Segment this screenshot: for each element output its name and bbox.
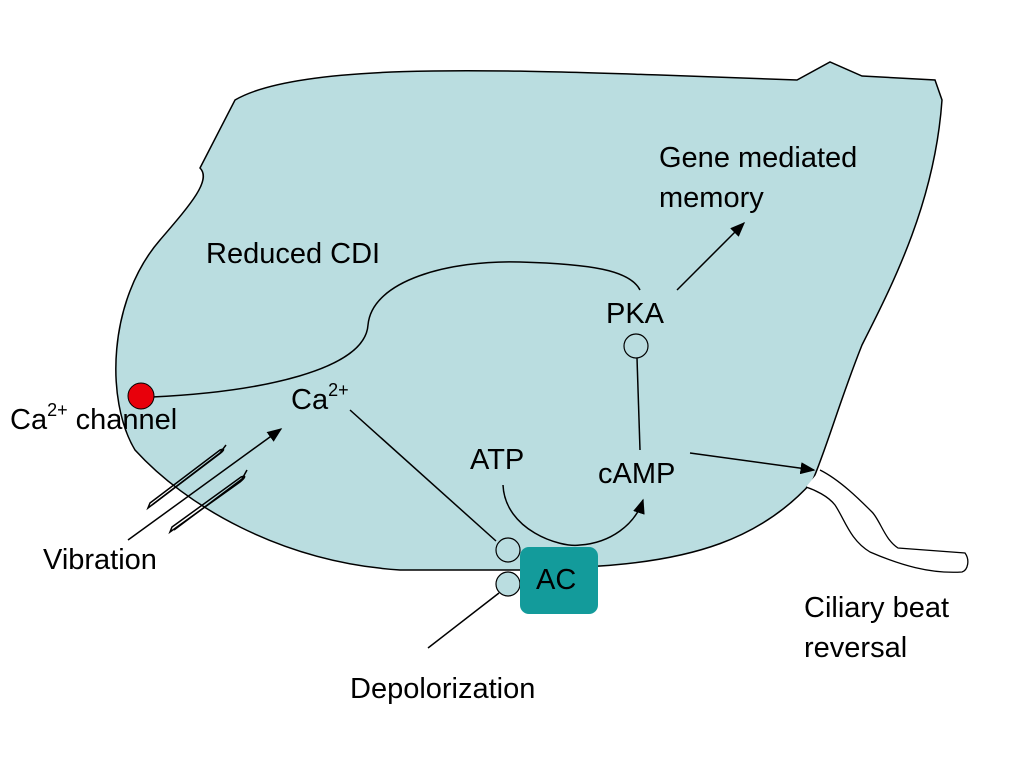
ac-lower-receptor-icon bbox=[495, 571, 521, 597]
ac-upper-receptor-icon bbox=[495, 537, 521, 563]
vibration-hairs-icon bbox=[146, 444, 248, 535]
camp-pka-link bbox=[636, 357, 641, 451]
ac-label: AC bbox=[536, 564, 577, 596]
pka-gene-arrow bbox=[676, 221, 746, 291]
reduced-cdi-label: Reduced CDI bbox=[206, 238, 381, 270]
ca-channel-label: Ca2+ channel bbox=[10, 400, 178, 436]
ca-ion-label: Ca2+ bbox=[291, 380, 349, 416]
cell-body bbox=[115, 61, 943, 571]
atp-camp-arrow bbox=[502, 484, 645, 547]
camp-label: cAMP bbox=[598, 458, 676, 490]
ac-box bbox=[520, 547, 598, 614]
pka-receptor-icon bbox=[623, 333, 649, 359]
depolarization-label: Depolorization bbox=[350, 673, 536, 705]
camp-cilia-arrow bbox=[689, 452, 816, 475]
depolarization-link bbox=[427, 592, 500, 649]
cilium bbox=[805, 469, 969, 573]
reduced-cdi-pathway bbox=[151, 261, 641, 398]
pka-label: PKA bbox=[606, 298, 665, 330]
atp-label: ATP bbox=[470, 444, 525, 476]
vibration-arrow bbox=[127, 428, 283, 541]
ca-channel-icon bbox=[127, 382, 155, 410]
vibration-label: Vibration bbox=[43, 544, 157, 576]
ca-ac-link bbox=[349, 409, 497, 542]
